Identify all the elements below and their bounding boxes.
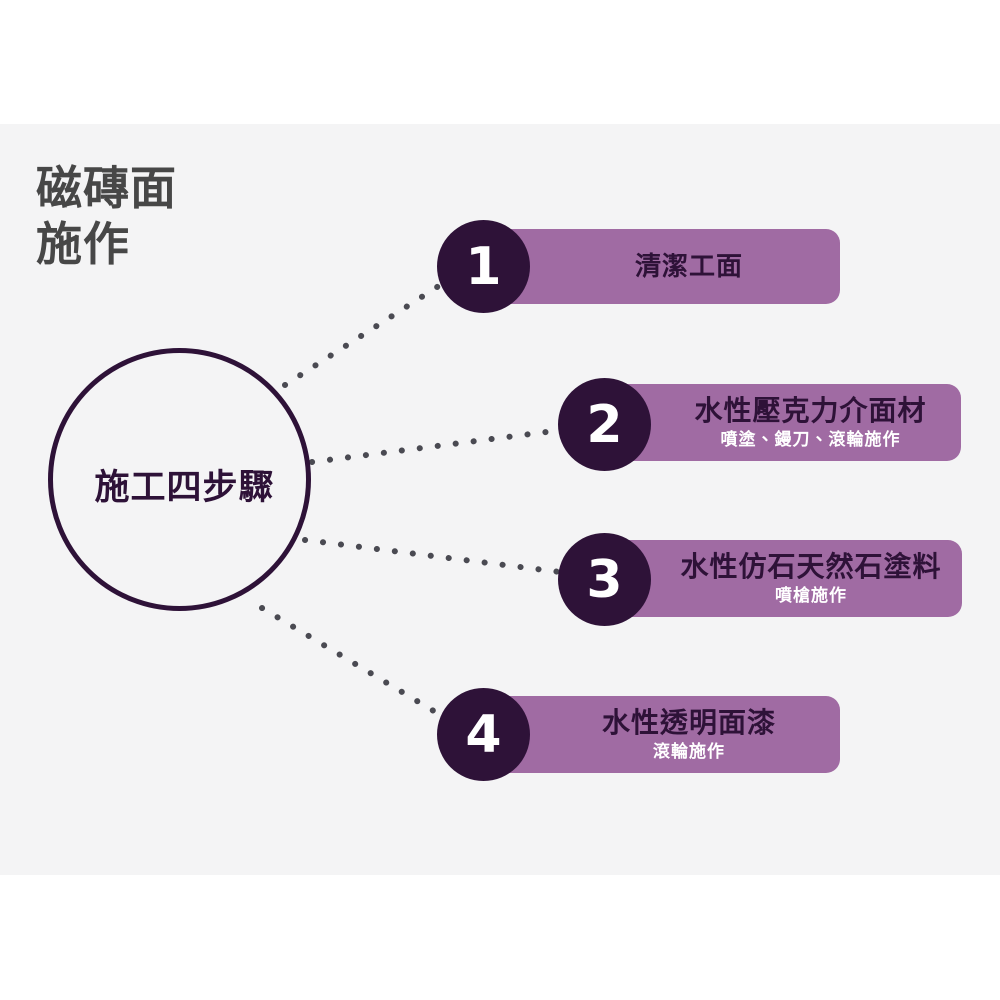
step-number-badge-3: 3 (558, 533, 651, 626)
step-number-badge-1: 1 (437, 220, 530, 313)
step-bar-4: 水性透明面漆 滾輪施作 (486, 696, 840, 773)
step-title-3: 水性仿石天然石塗料 (680, 550, 942, 582)
step-subtitle-2: 噴塗、鏝刀、滾輪施作 (720, 429, 901, 449)
step-title-1: 清潔工面 (634, 251, 743, 282)
step-number-badge-2: 2 (558, 378, 651, 471)
step-title-4: 水性透明面漆 (601, 706, 776, 738)
step-number-badge-4: 4 (437, 688, 530, 781)
step-subtitle-4: 滾輪施作 (653, 741, 725, 761)
step-bar-3: 水性仿石天然石塗料 噴槍施作 (606, 540, 962, 617)
step-bar-2: 水性壓克力介面材 噴塗、鏝刀、滾輪施作 (606, 384, 961, 461)
hub-label: 施工四步驟 (94, 468, 275, 507)
step-bar-1: 清潔工面 (486, 229, 840, 304)
step-title-2: 水性壓克力介面材 (694, 394, 927, 426)
hub-circle: 施工四步驟 (48, 348, 311, 611)
step-subtitle-3: 噴槍施作 (775, 585, 847, 605)
page-title: 磁磚面 施作 (36, 162, 177, 271)
